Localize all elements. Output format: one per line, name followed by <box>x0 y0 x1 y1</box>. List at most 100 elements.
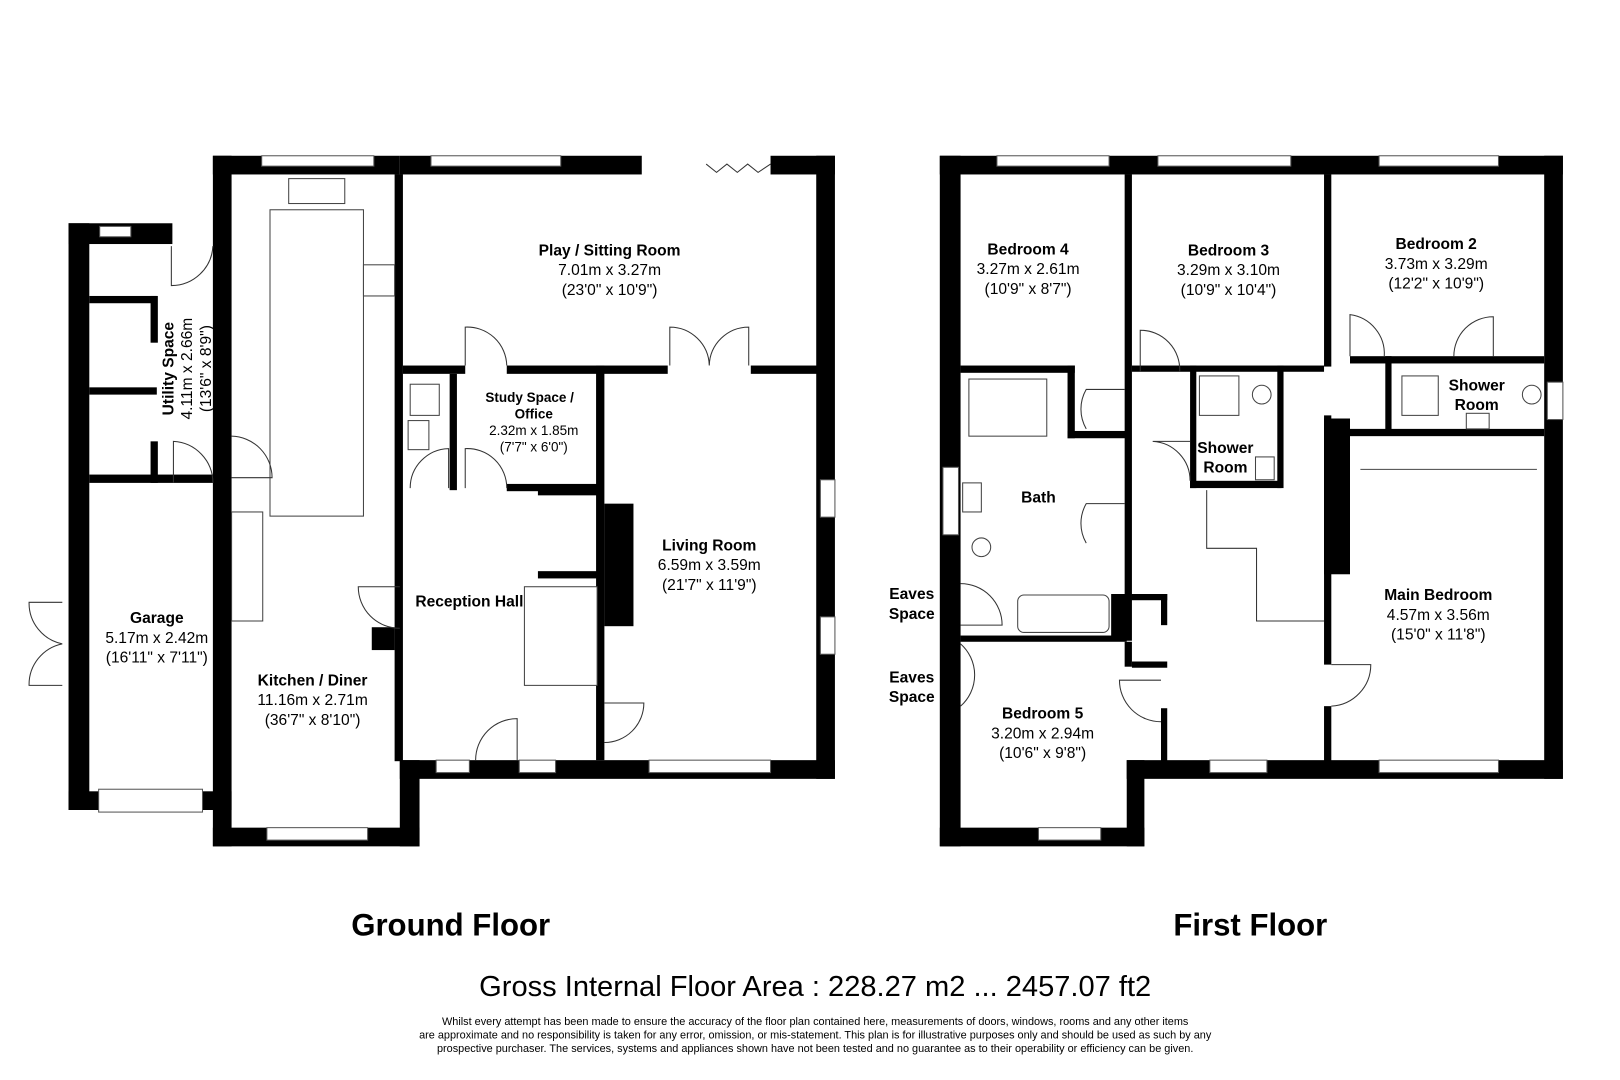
wall <box>394 174 403 762</box>
room-name: Shower <box>1449 377 1505 394</box>
wall <box>750 365 824 374</box>
room-name: Bedroom 3 <box>1188 242 1270 259</box>
room-name: Bedroom 5 <box>1002 706 1084 723</box>
disclaimer-line: prospective purchaser. The services, sys… <box>437 1043 1193 1055</box>
gross-internal-area: Gross Internal Floor Area : 228.27 m2 ..… <box>479 971 1151 1003</box>
window <box>98 788 204 813</box>
wall <box>1385 356 1392 435</box>
window <box>819 616 836 655</box>
bathtub <box>1017 594 1110 633</box>
room-name-line2: Space <box>889 689 935 706</box>
window <box>1378 759 1500 774</box>
room-name-line2: Office <box>515 406 554 421</box>
disclaimer-line: are approximate and no responsibility is… <box>419 1029 1212 1041</box>
room-name: Eaves <box>889 586 934 603</box>
bifold-door <box>705 163 771 174</box>
window <box>99 225 132 238</box>
french-doors <box>669 326 750 366</box>
basin <box>962 482 982 513</box>
room-name-line2: Room <box>1455 397 1499 414</box>
wall <box>1350 356 1545 364</box>
door <box>357 586 400 629</box>
room-dimensions-metric: 7.01m x 3.27m <box>558 262 661 279</box>
room-name: Eaves <box>889 669 934 686</box>
wall <box>449 373 457 491</box>
window <box>648 759 772 774</box>
room-name: Study Space / <box>485 390 574 405</box>
door <box>1080 388 1125 430</box>
shower-tray <box>968 378 1048 437</box>
door <box>409 448 450 489</box>
wall <box>68 223 90 810</box>
wall <box>1161 594 1168 626</box>
room-dimensions-imperial: (12'2" x 10'9") <box>1388 276 1484 293</box>
room-dimensions-metric: 2.32m x 1.85m <box>489 423 578 438</box>
door <box>1080 503 1125 544</box>
window <box>261 155 375 167</box>
wall <box>1067 365 1075 439</box>
door <box>172 440 214 483</box>
door <box>1152 440 1191 481</box>
room-dimensions-metric: 11.16m x 2.71m <box>257 692 367 709</box>
eaves-door <box>960 643 976 707</box>
wall <box>89 387 157 395</box>
room-dimensions-metric: 3.27m x 2.61m <box>977 261 1080 278</box>
sink <box>288 178 346 205</box>
garage-double-door <box>28 601 63 686</box>
room-name: Garage <box>130 610 184 627</box>
stairs <box>523 586 598 686</box>
wall <box>1111 594 1132 641</box>
room-dimensions-imperial: (36'7" x 8'10") <box>265 712 361 729</box>
window <box>435 759 470 774</box>
room-dimensions-metric: 4.57m x 3.56m <box>1387 607 1490 624</box>
window <box>819 479 836 518</box>
window <box>266 827 369 841</box>
door <box>1453 316 1494 357</box>
wall <box>1324 174 1332 367</box>
window <box>518 759 557 774</box>
door <box>464 326 508 366</box>
room-dimensions-imperial: (21'7" x 11'9") <box>662 577 757 594</box>
window <box>942 466 960 536</box>
wall <box>1324 706 1332 764</box>
kitchen-counter <box>269 209 364 517</box>
door <box>604 702 645 744</box>
floor-title: Ground Floor <box>351 908 550 943</box>
room-dimensions-imperial: (23'0" x 10'9") <box>562 282 658 299</box>
room-name: Bath <box>1021 490 1056 507</box>
basin <box>407 420 430 451</box>
wall <box>506 483 601 492</box>
wall <box>1131 594 1168 601</box>
door <box>1349 314 1385 357</box>
wall <box>537 490 601 496</box>
disclaimer-line: Whilst every attempt has been made to en… <box>442 1016 1189 1028</box>
wall <box>1131 365 1325 372</box>
room-dimensions-imperial: (10'6" x 9'8") <box>999 745 1086 762</box>
door <box>464 448 508 489</box>
wall <box>1324 415 1332 665</box>
window <box>1209 759 1268 774</box>
room-name: Kitchen / Diner <box>258 672 368 689</box>
window <box>996 155 1110 167</box>
basin <box>1465 412 1490 430</box>
room-dimensions-imperial: (10'9" x 10'4") <box>1181 282 1277 299</box>
wall <box>402 365 466 374</box>
room-dimensions-metric: 5.17m x 2.42m <box>105 630 208 647</box>
toilet <box>971 537 992 558</box>
shower-tray <box>1401 375 1439 416</box>
door <box>1118 679 1162 723</box>
wall <box>1124 174 1132 601</box>
window <box>430 155 562 167</box>
wall <box>960 365 1075 373</box>
wall <box>150 295 158 343</box>
door <box>170 246 214 287</box>
wall <box>1126 760 1145 847</box>
wall <box>1067 430 1128 439</box>
room-name: Play / Sitting Room <box>539 242 681 259</box>
room-dimensions-imperial: (7'7" x 6'0") <box>500 440 568 455</box>
room-dimensions-imperial: (10'9" x 8'7") <box>985 281 1072 298</box>
wall <box>1277 365 1284 489</box>
room-dimensions-imperial: (15'0" x 11'8") <box>1391 627 1486 644</box>
door <box>1139 329 1181 372</box>
